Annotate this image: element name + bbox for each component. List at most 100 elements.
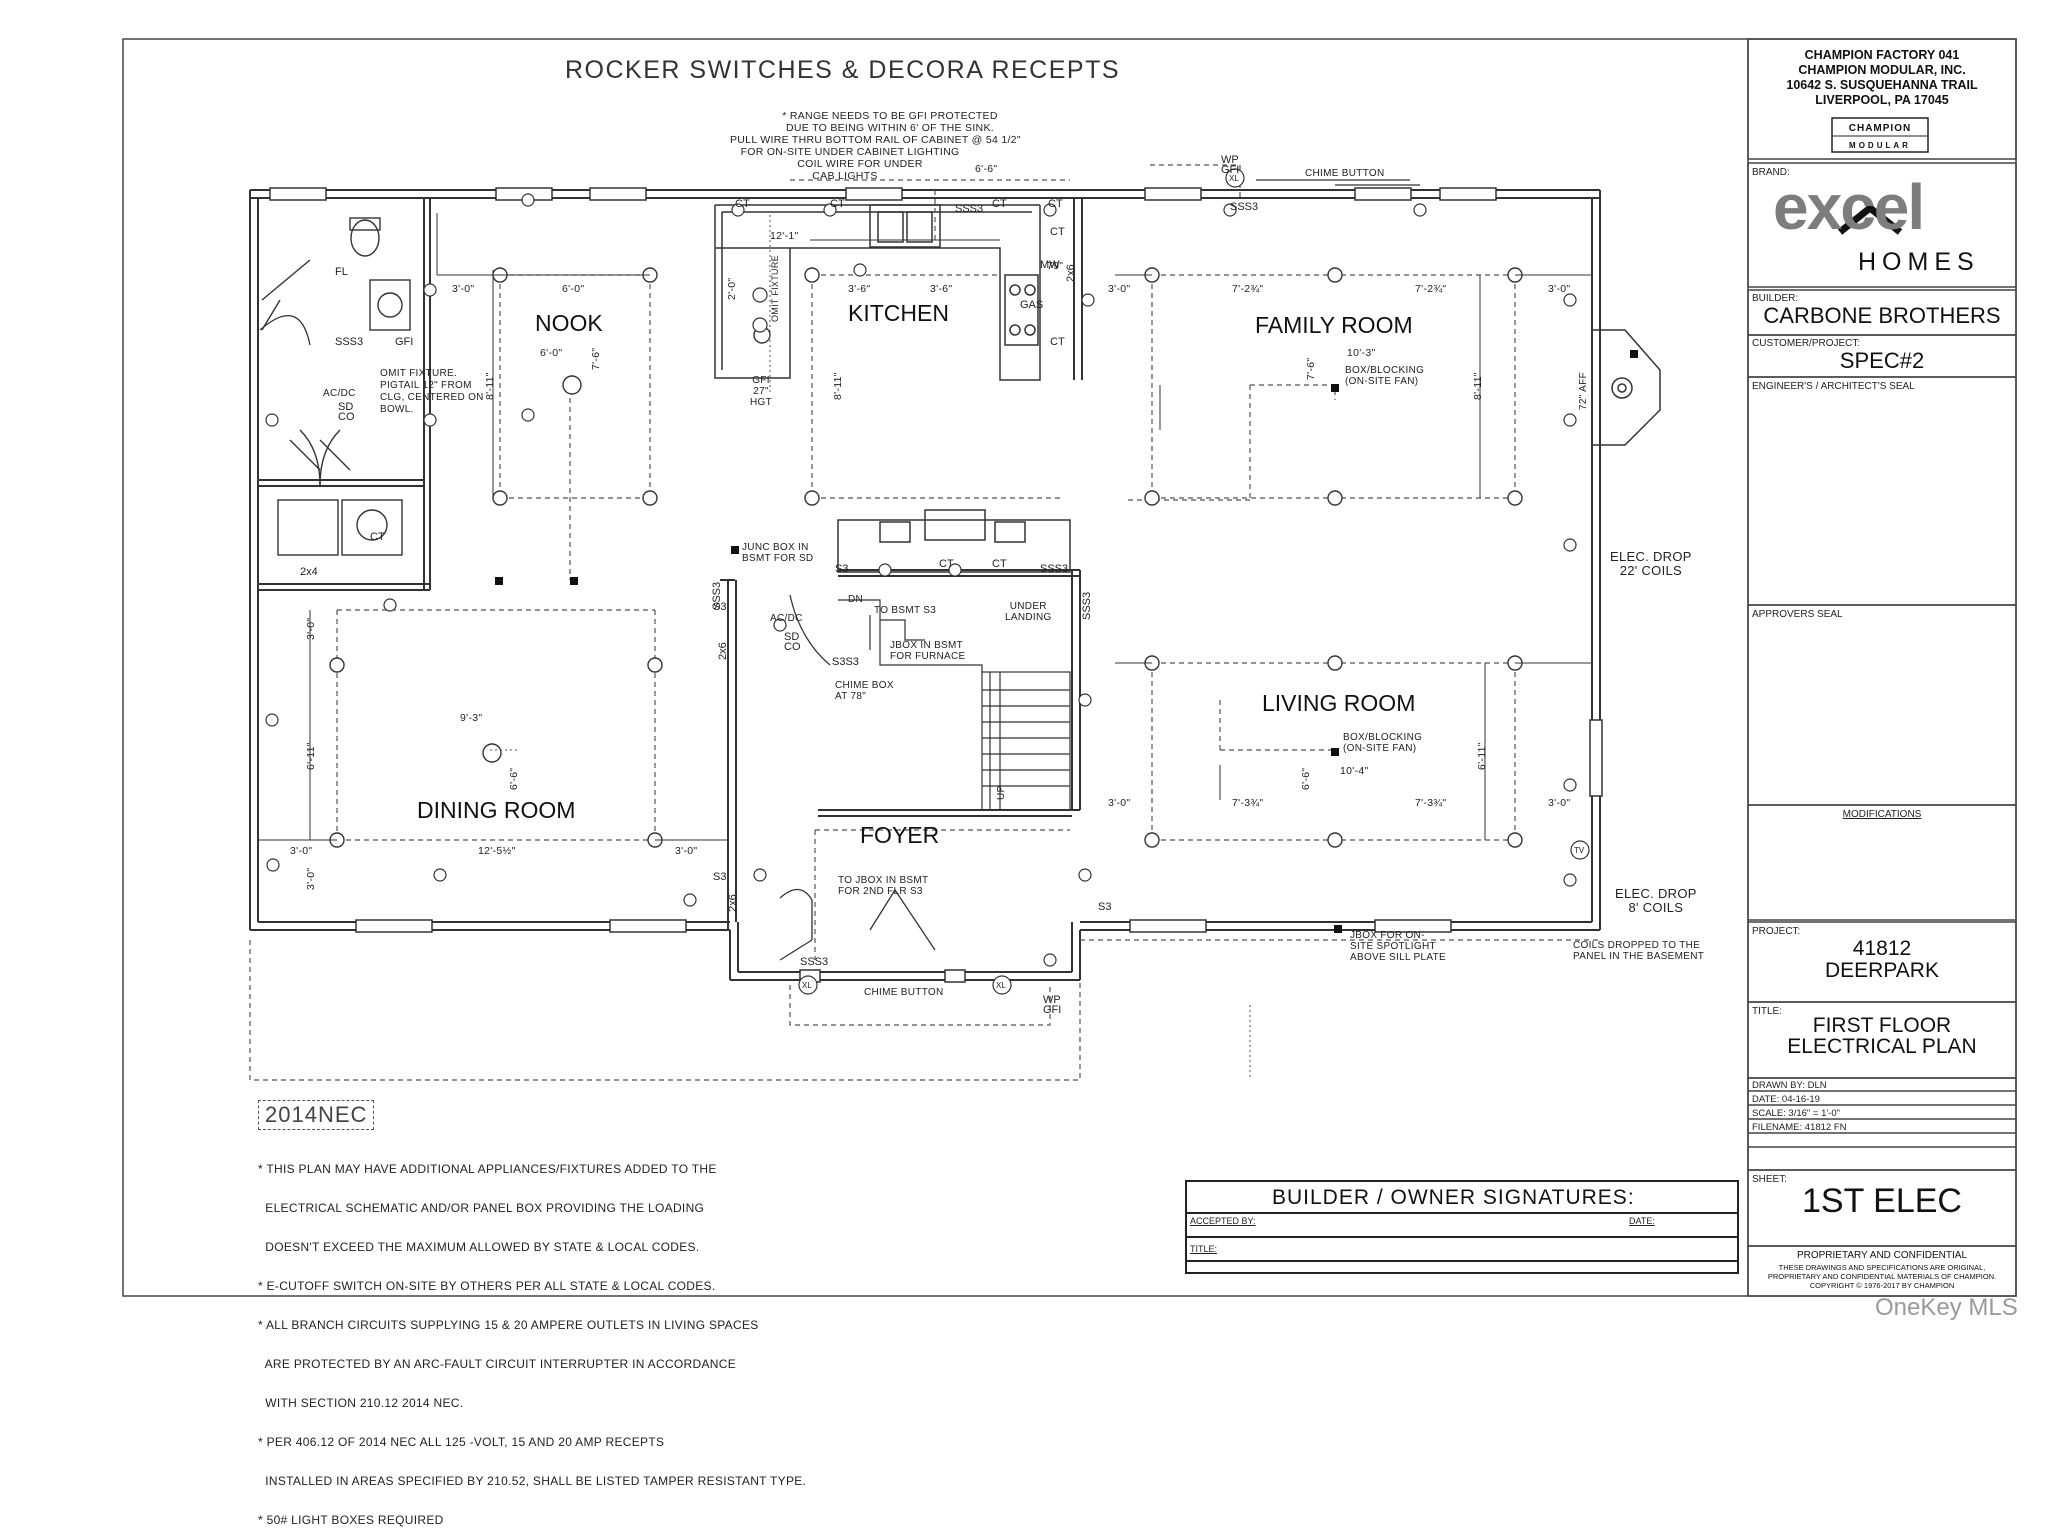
- room-label-kitchen: KITCHEN: [848, 300, 949, 326]
- svg-text:2x6: 2x6: [717, 642, 729, 660]
- date-field: DATE: 04-16-19: [1752, 1094, 1820, 1105]
- dim-label: 10'-3": [1347, 347, 1376, 359]
- date-label: DATE:: [1629, 1216, 1655, 1226]
- range-note-line: COIL WIRE FOR UNDER: [797, 158, 923, 170]
- range-note: * RANGE NEEDS TO BE GFI PROTECTED DUE TO…: [730, 110, 1021, 182]
- room-label-nook: NOOK: [535, 310, 603, 336]
- svg-text:XL: XL: [1229, 174, 1239, 183]
- svg-text:MW: MW: [1040, 259, 1060, 271]
- note-line: LANDING: [1005, 612, 1052, 623]
- dim-label: 8'-11": [484, 372, 496, 400]
- customer-label: CUSTOMER/PROJECT:: [1752, 338, 1861, 349]
- svg-text:FL: FL: [335, 266, 348, 278]
- dim-label: 6'-0": [562, 283, 585, 295]
- svg-text:CT: CT: [992, 198, 1007, 210]
- svg-text:CT: CT: [830, 198, 845, 210]
- nec-note-line: ELECTRICAL SCHEMATIC AND/OR PANEL BOX PR…: [258, 1201, 705, 1215]
- fireplace: [1592, 329, 1661, 446]
- bath-fixtures: [261, 217, 411, 556]
- note-line: PANEL IN THE BASEMENT: [1573, 951, 1705, 962]
- stairs-dn: DN: [848, 594, 864, 605]
- svg-text:WP: WP: [1043, 994, 1061, 1006]
- svg-text:SSS3: SSS3: [1081, 592, 1093, 620]
- note-line: BOWL.: [380, 404, 414, 415]
- to-bsmt-note: TO BSMT S3: [874, 605, 937, 616]
- floor-plan-sheet: XL XL XL TV SSS3 SSS3 SSS3 SSS3 S3 S3 S3…: [122, 38, 2017, 1297]
- stairs-up: UP: [996, 785, 1007, 801]
- project-label: PROJECT:: [1752, 926, 1801, 937]
- sheet-id: 1ST ELEC: [1801, 1182, 1962, 1220]
- nec-note-line: * PER 406.12 OF 2014 NEC ALL 125 -VOLT, …: [258, 1435, 665, 1449]
- note-line: ELEC. DROP: [1615, 886, 1697, 901]
- note-line: FOR 2ND FLR S3: [838, 886, 923, 897]
- dim-label: 3'-0": [1108, 283, 1131, 295]
- chime-button-bottom: CHIME BUTTON: [864, 987, 944, 998]
- aff-note: 72" AFF: [1578, 372, 1589, 410]
- dim-label: 10'-4": [1340, 765, 1369, 777]
- nec-note-line: WITH SECTION 210.12 2014 NEC.: [258, 1396, 464, 1410]
- sheet-border: [122, 38, 2017, 1297]
- note-line: (ON-SITE FAN): [1345, 376, 1419, 387]
- dim-label: 2'-0": [726, 277, 738, 300]
- builder-name: CARBONE BROTHERS: [1763, 303, 2001, 328]
- jbox-furnace-note: JBOX IN BSMT FOR FURNACE: [890, 640, 966, 662]
- svg-text:GFI: GFI: [1221, 164, 1239, 176]
- dim-label: 3'-0": [305, 617, 317, 640]
- svg-text:CT: CT: [1050, 226, 1065, 238]
- dim-label: 3'-0": [675, 845, 698, 857]
- note-line: FOR FURNACE: [890, 651, 966, 662]
- svg-text:CT: CT: [1048, 198, 1063, 210]
- note-line: BSMT FOR SD: [742, 553, 814, 564]
- customer-name: SPEC#2: [1839, 348, 1925, 373]
- svg-text:SSS3: SSS3: [955, 203, 983, 215]
- dim-label: 3'-6": [930, 283, 953, 295]
- box-blocking-family: BOX/BLOCKING (ON-SITE FAN): [1345, 365, 1424, 387]
- dimension-lines: [258, 213, 1592, 841]
- note-line: CLG, CENTERED ON: [380, 392, 484, 403]
- windows: [269, 187, 1603, 983]
- dim-label: 7'-2¾": [1232, 283, 1264, 295]
- chime-button-top: CHIME BUTTON: [1305, 168, 1385, 179]
- sheet-label: SHEET:: [1752, 1174, 1788, 1185]
- dim-label: 3'-0": [1548, 797, 1571, 809]
- svg-text:SSS3: SSS3: [335, 336, 363, 348]
- range-note-line: FOR ON-SITE UNDER CABINET LIGHTING: [740, 146, 960, 158]
- svg-text:GAS: GAS: [1020, 299, 1043, 311]
- svg-text:XL: XL: [802, 981, 812, 990]
- dim-label: 9'-3": [460, 712, 483, 724]
- omit-fixture-bath: OMIT FIXTURE. PIGTAIL 12" FROM CLG, CENT…: [380, 368, 484, 416]
- box-blocking-living: BOX/BLOCKING (ON-SITE FAN): [1343, 732, 1422, 754]
- switch-labels: SSS3 SSS3 SSS3 SSS3 S3 S3 S3 S3S3 S3 SSS…: [300, 154, 1258, 1016]
- elec-drop-22: ELEC. DROP 22' COILS: [1610, 550, 1692, 578]
- elec-drop-8: ELEC. DROP 8' COILS: [1615, 887, 1697, 915]
- note-line: 22' COILS: [1619, 563, 1683, 578]
- staircase: [838, 599, 1071, 811]
- acdc-mid: AC/DC: [770, 613, 803, 624]
- range-note-line: CAB LIGHTS: [812, 170, 878, 182]
- drawing-title: FIRST FLOOR ELECTRICAL PLAN: [1750, 1015, 2014, 1057]
- nec-note-line: DOESN'T EXCEED THE MAXIMUM ALLOWED BY ST…: [258, 1240, 700, 1254]
- scale-field: SCALE: 3/16" = 1'-0": [1752, 1108, 1841, 1119]
- note-line: BOX/BLOCKING: [1343, 732, 1423, 743]
- note-line: SITE SPOTLIGHT: [1350, 941, 1436, 952]
- coils-dropped-note: COILS DROPPED TO THE PANEL IN THE BASEME…: [1573, 940, 1704, 962]
- drawn-by: DRAWN BY: DLN: [1752, 1080, 1827, 1091]
- modifications-label: MODIFICATIONS: [1842, 809, 1922, 820]
- svg-text:S3: S3: [713, 601, 726, 613]
- dim-label: 8'-11": [832, 372, 844, 400]
- company-line: 10642 S. SUSQUEHANNA TRAIL: [1786, 78, 1978, 92]
- svg-text:SSS3: SSS3: [1230, 201, 1258, 213]
- svg-text:WP: WP: [1221, 154, 1239, 166]
- dim-label: 3'-0": [305, 867, 317, 890]
- svg-text:CT: CT: [939, 558, 954, 570]
- svg-text:S3S3: S3S3: [832, 656, 859, 668]
- range-note-line: PULL WIRE THRU BOTTOM RAIL OF CABINET @ …: [730, 134, 1021, 146]
- note-line: BOX/BLOCKING: [1345, 365, 1425, 376]
- company-info: CHAMPION FACTORY 041 CHAMPION MODULAR, I…: [1750, 48, 2014, 108]
- exterior-lights: [752, 168, 1590, 995]
- note-line: 8' COILS: [1628, 900, 1684, 915]
- jbox-spotlight-note: JBOX FOR ON- SITE SPOTLIGHT ABOVE SILL P…: [1350, 930, 1446, 963]
- svg-text:SD: SD: [784, 631, 799, 643]
- svg-text:GFI: GFI: [1043, 1004, 1061, 1016]
- svg-text:GFI: GFI: [395, 336, 413, 348]
